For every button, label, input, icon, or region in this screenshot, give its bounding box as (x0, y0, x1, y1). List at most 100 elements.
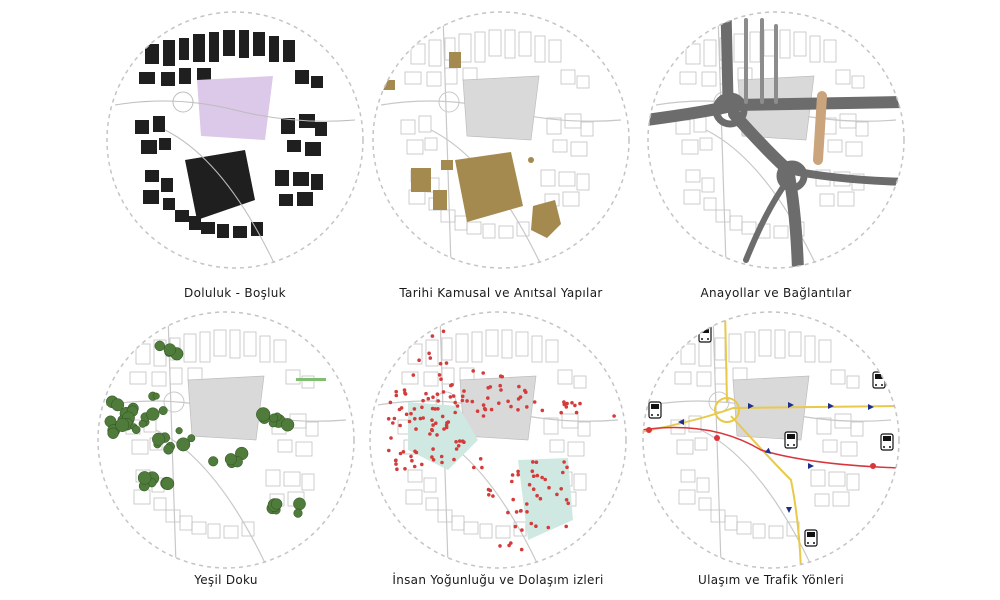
historic-mosque-complex (455, 152, 523, 222)
person-dot (565, 401, 569, 406)
person-dot (435, 392, 440, 396)
historic-building (433, 190, 447, 210)
person-dot (460, 439, 465, 443)
person-dot (416, 317, 420, 321)
tram-stop (714, 435, 720, 441)
street-line (705, 129, 817, 266)
person-dot (516, 397, 521, 401)
person-dot (510, 473, 515, 477)
person-dot (444, 361, 449, 365)
traffic-direction-arrow (808, 463, 814, 469)
person-dot (410, 458, 414, 463)
building-outline (752, 523, 766, 539)
tree (176, 437, 191, 452)
person-dot (499, 388, 503, 392)
person-dot (570, 401, 574, 405)
tree (224, 453, 237, 466)
building-outline (744, 331, 756, 363)
building-outline (819, 193, 835, 207)
building-solid (293, 172, 309, 186)
tree (131, 425, 141, 434)
building-outline (513, 521, 527, 537)
person-dot (387, 448, 391, 453)
building-outline (425, 339, 439, 367)
historic-building (441, 160, 453, 170)
tree (175, 427, 183, 435)
building-outline (407, 469, 423, 483)
building-outline (129, 371, 147, 385)
building-outline (774, 329, 786, 359)
person-dot (441, 329, 446, 334)
person-dot (514, 510, 519, 514)
person-dot (566, 501, 570, 506)
building-outline (573, 375, 587, 389)
traffic-direction-arrow (788, 402, 794, 408)
person-dot (517, 384, 521, 389)
building-outline (696, 477, 710, 493)
person-dot (531, 474, 536, 478)
person-dot (403, 391, 407, 395)
building-outline (485, 329, 499, 357)
tree (256, 407, 271, 422)
tree (158, 406, 168, 416)
person-dot (440, 460, 444, 465)
person-dot (489, 407, 494, 412)
caption-green: Yeşil Doku (194, 573, 258, 587)
building-outline (404, 71, 422, 85)
map-content (373, 12, 629, 268)
building-outline (570, 141, 588, 157)
person-dot (465, 399, 469, 403)
tram-icon (880, 433, 894, 451)
pedestrian-plaza (518, 458, 573, 540)
person-dot (435, 433, 439, 437)
building-outline (828, 471, 846, 487)
person-dot (497, 401, 501, 405)
side-street (744, 18, 778, 104)
person-dot (437, 373, 442, 377)
building-outline (153, 497, 167, 511)
building-solid (145, 170, 159, 182)
building-outline (425, 497, 439, 511)
tree (111, 398, 125, 412)
building-solid (139, 72, 155, 84)
building-solid (175, 210, 189, 222)
panel-roads: Anayollar ve Bağlantılar (646, 10, 906, 310)
building-outline (678, 489, 696, 505)
tree (163, 444, 174, 455)
building-outline (259, 335, 271, 363)
building-outline (285, 369, 301, 385)
person-dot (411, 335, 415, 339)
map-green (97, 311, 355, 569)
building-outline (131, 439, 149, 455)
person-dot (398, 451, 403, 456)
person-dot (525, 502, 529, 506)
building-outline (229, 329, 241, 359)
person-dot (411, 373, 416, 377)
direction-layer (678, 402, 874, 513)
tree (161, 477, 175, 491)
building-outline (305, 421, 319, 437)
person-dot (421, 416, 425, 420)
road-axis (724, 312, 728, 403)
building-solid (311, 174, 323, 190)
person-dot (547, 485, 551, 490)
person-dot (413, 417, 417, 421)
person-dot (448, 395, 453, 399)
person-dot (559, 410, 563, 415)
person-dot (431, 395, 435, 399)
person-dot (457, 439, 462, 443)
square-void (187, 375, 265, 441)
person-dot (516, 472, 520, 477)
bus-light (889, 446, 891, 448)
person-dot (534, 524, 538, 528)
building-outline (273, 339, 287, 363)
building-outline (463, 521, 479, 535)
building-outline (576, 173, 590, 191)
tram-icon (784, 431, 798, 449)
tree (152, 432, 166, 446)
building-outline (543, 417, 559, 435)
person-dot (540, 475, 544, 480)
building-solid (159, 138, 171, 150)
historic-building (449, 52, 461, 68)
person-dot (420, 405, 424, 410)
